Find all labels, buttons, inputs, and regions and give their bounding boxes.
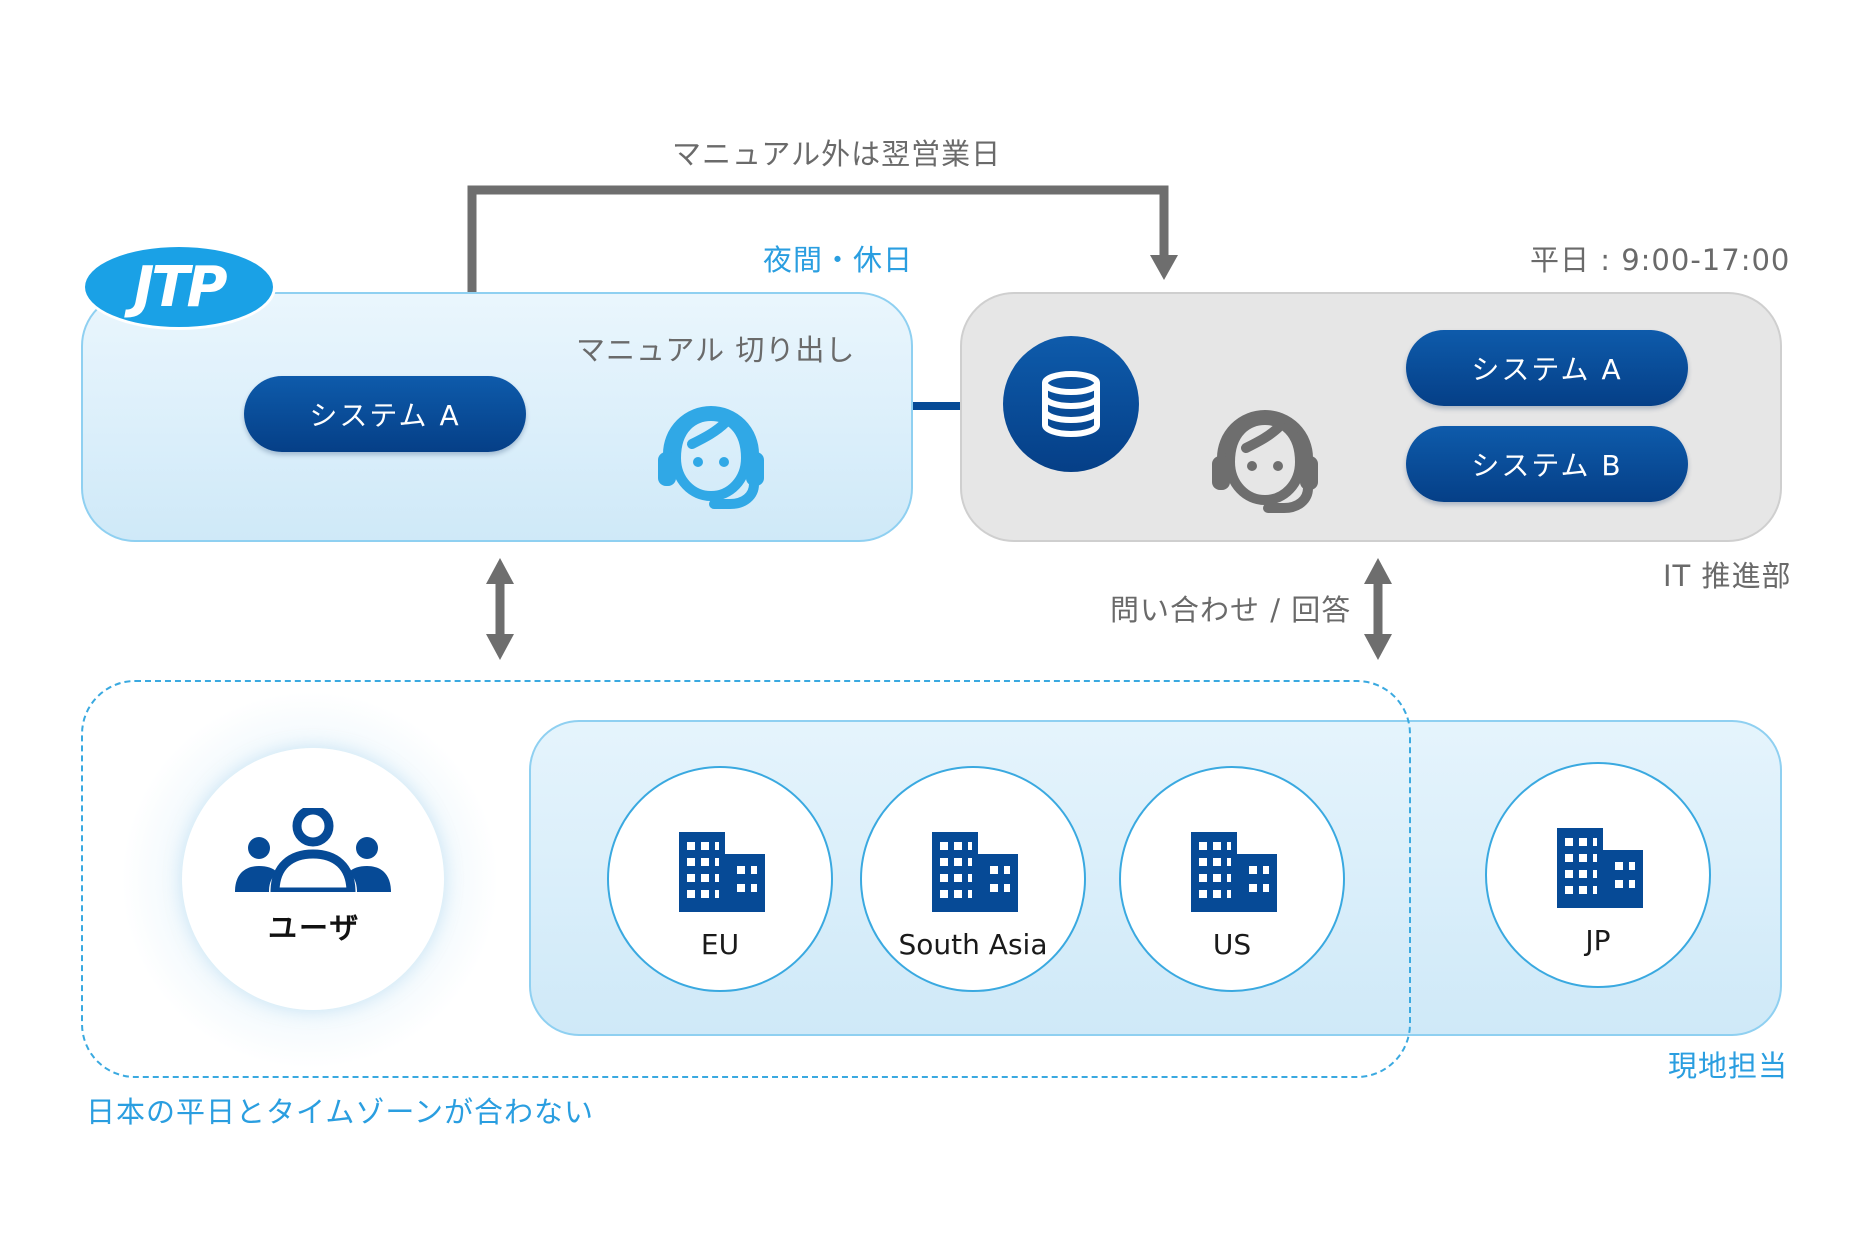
after-hours-escalation-line <box>467 185 1169 292</box>
region-south-asia-label: South Asia <box>898 928 1048 961</box>
region-us[interactable]: US <box>1119 766 1345 992</box>
inquiry-link-arrow-down <box>1364 634 1392 660</box>
after-hours-note: マニュアル外は翌営業日 <box>672 137 1002 171</box>
building-icon <box>1557 828 1643 908</box>
timezone-mismatch-zone <box>81 680 1411 1078</box>
building-icon <box>679 832 765 912</box>
building-icon <box>1191 832 1277 912</box>
region-us-label: US <box>1212 928 1252 961</box>
user-left-link-arrow-down <box>486 634 514 660</box>
inquiry-link-arrow-up <box>1364 558 1392 584</box>
local-support-label: 現地担当 <box>1668 1049 1789 1083</box>
user-left-link-arrow-up <box>486 558 514 584</box>
escalation-arrowhead <box>1150 255 1178 280</box>
building-icon <box>932 832 1018 912</box>
headset-operator-icon <box>1212 410 1318 513</box>
jtp-logo: JTP <box>82 244 276 330</box>
database-icon <box>1042 371 1100 438</box>
right-system-b-button[interactable]: システム B <box>1406 426 1688 502</box>
user-node[interactable] <box>182 748 444 1010</box>
headset-operator-icon <box>658 406 764 509</box>
jtp-logo-text: JTP <box>133 254 227 320</box>
region-south-asia[interactable]: South Asia <box>860 766 1086 992</box>
user-label: ユーザ <box>268 911 361 945</box>
region-eu[interactable]: EU <box>607 766 833 992</box>
after-hours-time-label: 夜間・休日 <box>763 243 914 277</box>
region-eu-label: EU <box>700 928 740 961</box>
region-jp[interactable]: JP <box>1485 762 1711 988</box>
users-group-icon <box>235 808 391 892</box>
left-system-a-button[interactable]: システム A <box>244 376 526 452</box>
it-department-label: IT 推進部 <box>1663 559 1792 593</box>
right-system-a-button[interactable]: システム A <box>1406 330 1688 406</box>
manual-handoff-label: マニュアル 切り出し <box>576 333 856 367</box>
region-jp-label: JP <box>1585 924 1611 957</box>
business-hours-label: 平日 : 9:00-17:00 <box>1530 243 1791 277</box>
timezone-mismatch-label: 日本の平日とタイムゾーンが合わない <box>86 1095 594 1129</box>
inquiry-answer-label: 問い合わせ / 回答 <box>1110 593 1352 627</box>
